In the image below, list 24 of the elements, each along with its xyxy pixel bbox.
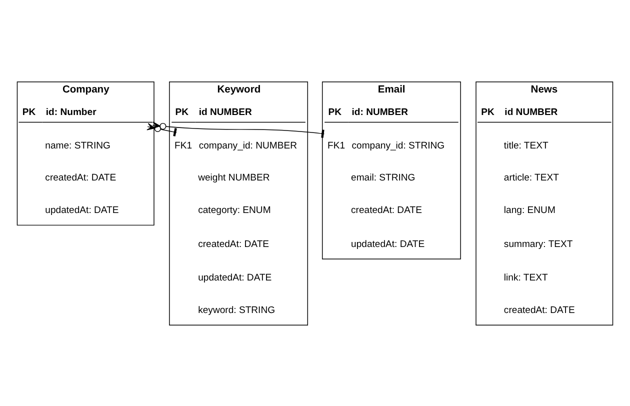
connector <box>152 121 325 138</box>
node-text: link: TEXT <box>504 272 548 284</box>
node-text: lang: ENUM <box>504 204 556 216</box>
node-text: weight NUMBER <box>198 172 270 184</box>
node-text: updatedAt: DATE <box>45 204 119 216</box>
node-text: FK1 company_id: STRING <box>328 140 445 151</box>
node-text: PK id NUMBER <box>481 106 558 118</box>
node-text: article: TEXT <box>504 172 559 184</box>
node-text: title: TEXT <box>504 140 548 151</box>
node-text: updatedAt: DATE <box>198 272 272 284</box>
node-text: PK id: NUMBER <box>328 106 408 118</box>
node-text: createdAt: DATE <box>198 238 270 250</box>
node-text: PK id: Number <box>22 106 96 118</box>
node-text: keyword: STRING <box>198 304 276 316</box>
node-text: email: STRING <box>351 172 416 184</box>
node-text: createdAt: DATE <box>45 172 116 184</box>
node-text: PK id NUMBER <box>175 106 252 118</box>
node-text: summary: TEXT <box>504 238 573 250</box>
node-text: createdAt: DATE <box>504 304 575 316</box>
node-text: updatedAt: DATE <box>351 238 425 250</box>
node-text: FK1 company_id: NUMBER <box>174 140 297 151</box>
node-text: name: STRING <box>45 140 110 151</box>
node-text: createdAt: DATE <box>351 204 422 216</box>
node-text: categorty: ENUM <box>198 204 271 216</box>
